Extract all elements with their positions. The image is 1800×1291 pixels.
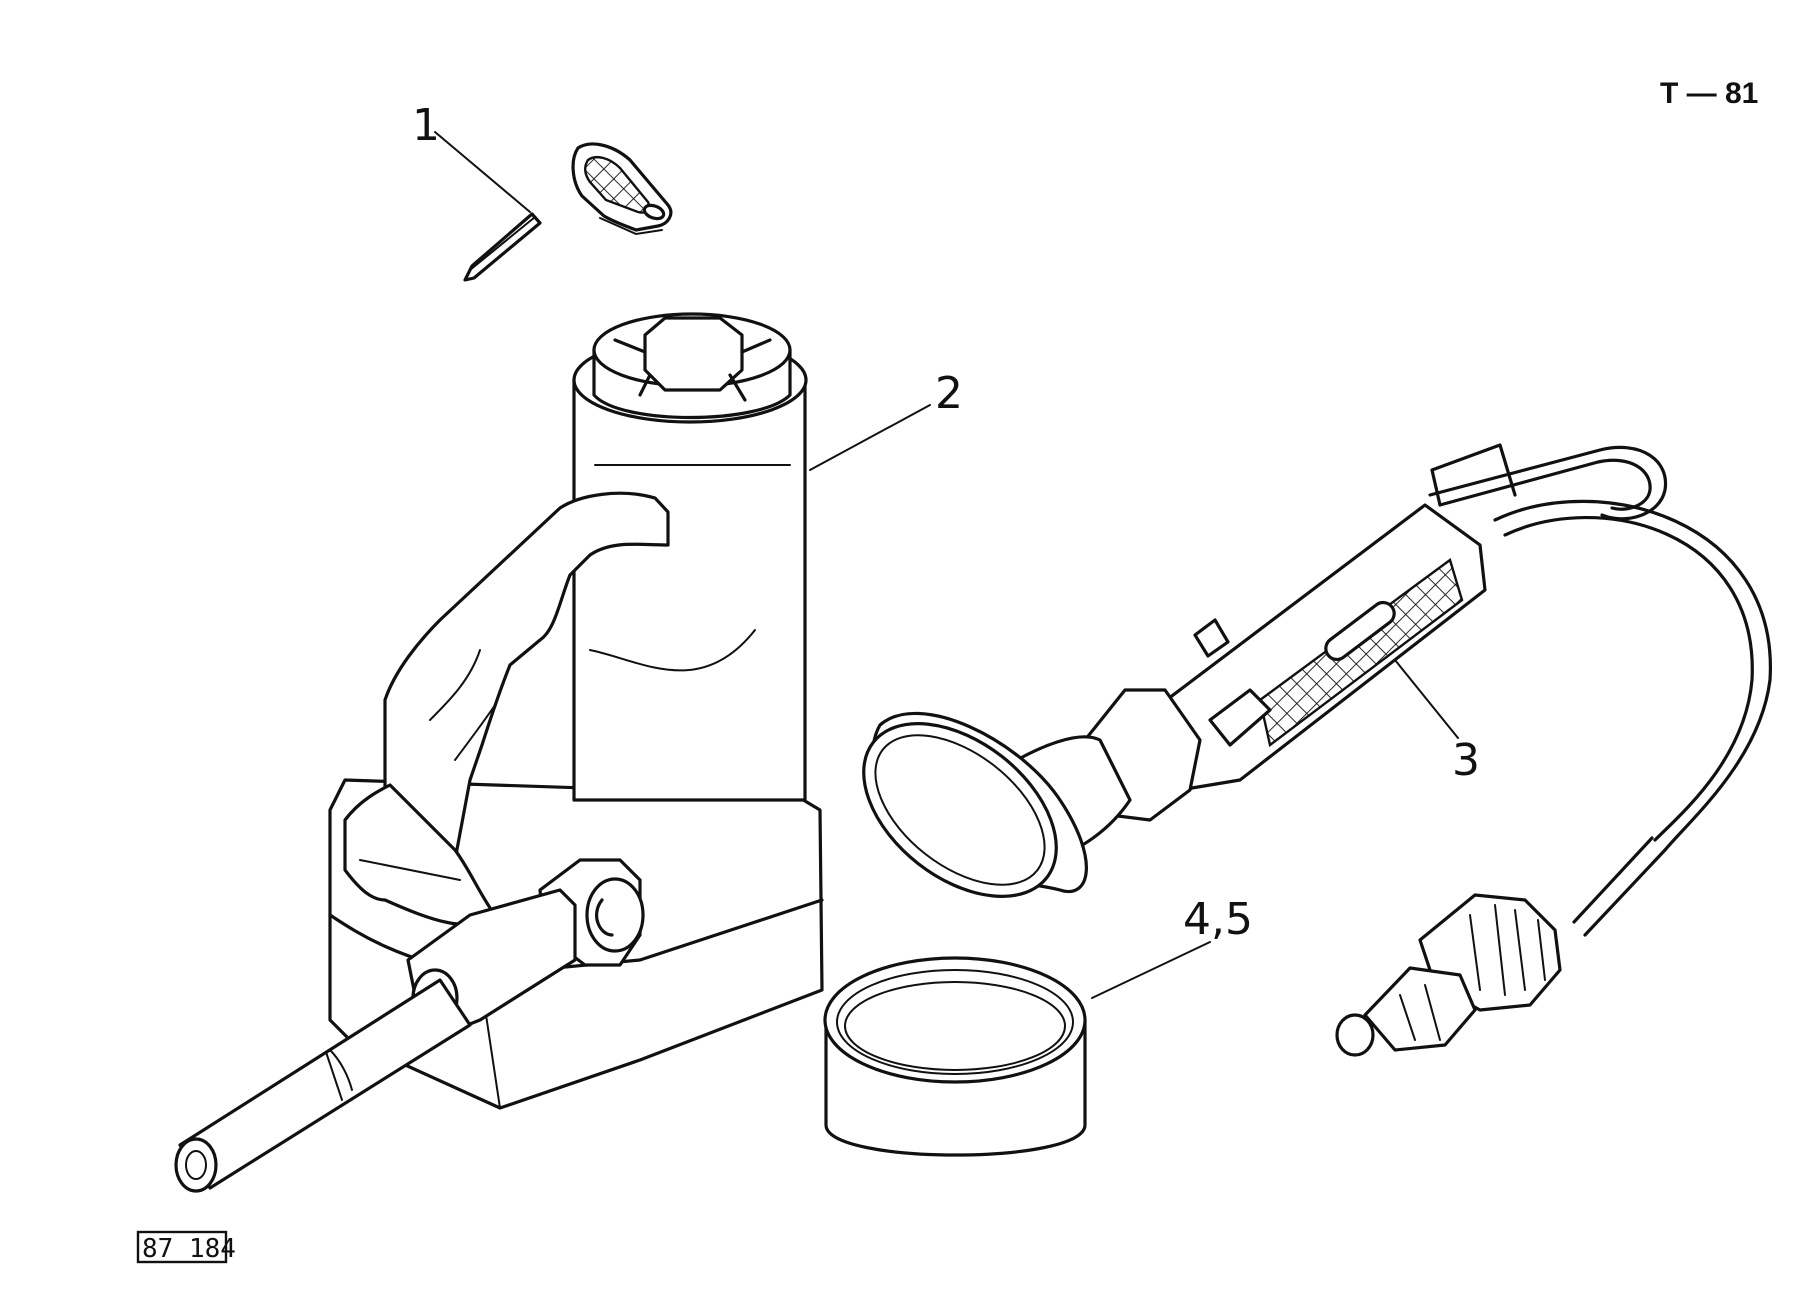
page-code: T — 81 [1660,77,1758,110]
callout-1: 1 [412,100,531,213]
figure-number: 87 184 [142,1234,236,1264]
callout-1-label: 1 [412,100,440,151]
callout-2: 2 [809,368,963,471]
callout-45: 4,5 [1091,894,1253,999]
bottle-jack-illustration [174,312,824,1193]
callout-3-label: 3 [1452,735,1480,786]
inspection-lamp-illustration [862,443,1772,1057]
callout-3: 3 [1394,659,1480,786]
figure-number-box: 87 184 [136,1230,236,1264]
callout-2-label: 2 [935,368,963,419]
callout-45-label: 4,5 [1183,894,1253,945]
container-illustration [823,956,1087,1157]
key-illustration [463,142,673,282]
